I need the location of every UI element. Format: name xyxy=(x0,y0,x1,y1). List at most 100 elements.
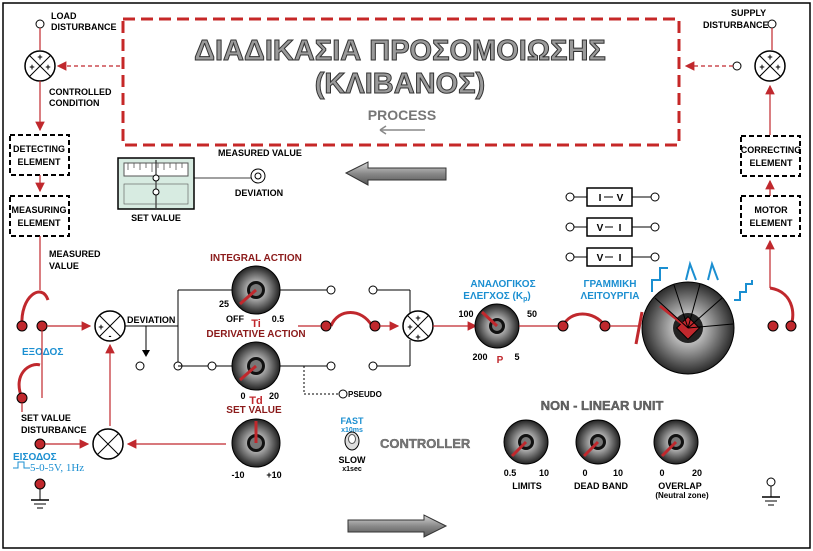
svg-text:ELEMENT: ELEMENT xyxy=(749,158,793,168)
right-ground-terminal[interactable] xyxy=(766,477,776,487)
set-value-knob[interactable] xyxy=(231,418,281,468)
process-label: PROCESS xyxy=(368,107,436,123)
derivative-input-terminal[interactable] xyxy=(207,361,217,371)
deviation-indicator xyxy=(250,168,266,184)
meter-set-value-label: SET VALUE xyxy=(131,213,181,223)
proportional-knob[interactable] xyxy=(474,303,520,349)
integral-sum-terminal[interactable] xyxy=(368,285,378,295)
svg-text:+: + xyxy=(415,313,420,323)
left-chain: LOAD DISTURBANCE + + + CONTROLLED CONDIT… xyxy=(9,11,120,509)
linear-socket-2[interactable] xyxy=(599,320,611,332)
svg-text:CORRECTING: CORRECTING xyxy=(741,145,802,155)
derivative-output-terminal[interactable] xyxy=(326,361,336,371)
motor-output-socket[interactable] xyxy=(767,320,779,332)
measured-value-socket[interactable] xyxy=(16,320,28,332)
staircase-mode-icon xyxy=(734,280,753,301)
limits-knob[interactable] xyxy=(503,419,549,465)
supply-disturbance-terminal[interactable] xyxy=(767,19,777,29)
overlap-label: OVERLAP xyxy=(658,481,702,491)
load-disturbance-label-2: DISTURBANCE xyxy=(51,22,117,32)
pseudo-label: PSEUDO xyxy=(348,390,382,399)
svg-text:+: + xyxy=(767,52,772,62)
integral-min-label: 25 xyxy=(219,299,229,309)
set-value-disturbance-label: SET VALUE xyxy=(21,413,71,423)
pid-summing-junction: + + + xyxy=(402,310,434,342)
supply-disturbance-label-2: DISTURBANCE xyxy=(703,20,769,30)
motor-element-box: MOTOR ELEMENT xyxy=(740,195,801,237)
linear-label: ΓΡΑΜΜΙΚΗ xyxy=(583,279,636,290)
pseudo-terminal[interactable] xyxy=(338,389,348,399)
load-disturbance-label: LOAD xyxy=(51,11,77,21)
deviation-terminal[interactable] xyxy=(135,361,145,371)
svg-text:-: - xyxy=(109,331,112,341)
supply-disturbance-label: SUPPLY xyxy=(731,8,766,18)
ti-symbol: Ti xyxy=(251,318,261,330)
input-ground-socket[interactable] xyxy=(34,478,46,490)
controller-deviation-label: DEVIATION xyxy=(127,315,175,325)
svg-text:ELEMENT: ELEMENT xyxy=(749,218,793,228)
integral-output-terminal[interactable] xyxy=(326,285,336,295)
set-value-label: SET VALUE xyxy=(226,405,282,416)
load-summing-junction: + + + xyxy=(24,50,56,82)
speed-toggle-switch[interactable] xyxy=(344,431,360,451)
mode-selector-knob[interactable] xyxy=(641,281,735,375)
input-signal-label: 5-0-5V, 1Hz xyxy=(30,462,84,474)
correcting-element-box: CORRECTING ELEMENT xyxy=(740,135,802,177)
right-chain: SUPPLY DISTURBANCE + + + CORRECTING ELEM… xyxy=(684,8,802,506)
fast-label: FAST xyxy=(340,416,364,426)
svg-text:I: I xyxy=(599,193,602,204)
svg-text:MOTOR: MOTOR xyxy=(754,205,788,215)
output-label: ΕΞΟΔΟΣ xyxy=(22,347,63,358)
forward-arrow-icon xyxy=(347,514,448,538)
deviation-meter: SET VALUE xyxy=(117,157,252,223)
measured-value-label-2: VALUE xyxy=(49,261,79,271)
integral-off-label: OFF xyxy=(226,314,244,324)
input-socket[interactable] xyxy=(34,438,46,450)
measured-value-label: MEASURED xyxy=(49,249,101,259)
square-wave-icon xyxy=(13,461,30,469)
input-label: ΕΙΣΟΔΟΣ xyxy=(13,452,57,463)
limits-min-label: 0.5 xyxy=(504,468,517,478)
derivative-max-label: 20 xyxy=(269,391,279,401)
limits-max-label: 10 xyxy=(539,468,549,478)
set-max-label: +10 xyxy=(266,470,281,480)
deviation-summing-junction: + - xyxy=(94,310,126,342)
converter-i-v: I V xyxy=(565,187,660,207)
output-socket[interactable] xyxy=(16,392,28,404)
process-arrow-icon xyxy=(379,125,387,135)
converter-v-i: V I xyxy=(565,217,660,237)
linear-socket[interactable] xyxy=(557,320,569,332)
ground-icon xyxy=(31,489,49,509)
svg-text:+: + xyxy=(29,62,34,72)
svg-text:DETECTING: DETECTING xyxy=(13,144,65,154)
process-subtitle: (ΚΛΙΒΑΝΟΣ) xyxy=(315,68,485,100)
overlap-knob[interactable] xyxy=(653,419,699,465)
integral-knob[interactable] xyxy=(231,265,281,315)
svg-text:I: I xyxy=(619,253,622,264)
pulse-mode-icon xyxy=(685,260,697,281)
meter-deviation-label: DEVIATION xyxy=(235,188,283,198)
supply-terminal[interactable] xyxy=(732,61,742,71)
detecting-element-box: DETECTING ELEMENT xyxy=(9,134,70,176)
set-value-disturbance-label-2: DISTURBANCE xyxy=(21,425,87,435)
p-socket-2[interactable] xyxy=(369,320,381,332)
svg-text:+: + xyxy=(98,322,103,332)
ground-icon xyxy=(762,486,780,506)
derivative-knob[interactable] xyxy=(231,341,281,391)
p-symbol: P xyxy=(497,355,504,366)
set-min-label: -10 xyxy=(231,470,244,480)
overlap-note: (Neutral zone) xyxy=(655,491,709,500)
svg-text:V: V xyxy=(597,253,604,264)
motor-output-socket-2[interactable] xyxy=(785,320,797,332)
dead-band-knob[interactable] xyxy=(575,419,621,465)
load-disturbance-terminal[interactable] xyxy=(35,19,45,29)
derivative-sum-terminal[interactable] xyxy=(368,361,378,371)
proportional-label-2: ΕΛΕΓΧΟΣ (Kp) xyxy=(463,291,530,303)
limits-label: LIMITS xyxy=(512,481,542,491)
dead-min-label: 0 xyxy=(582,468,587,478)
p-socket[interactable] xyxy=(320,320,332,332)
relay-mode-icon xyxy=(651,267,668,292)
overlap-max-label: 20 xyxy=(692,468,702,478)
integral-max-label: 0.5 xyxy=(272,314,285,324)
